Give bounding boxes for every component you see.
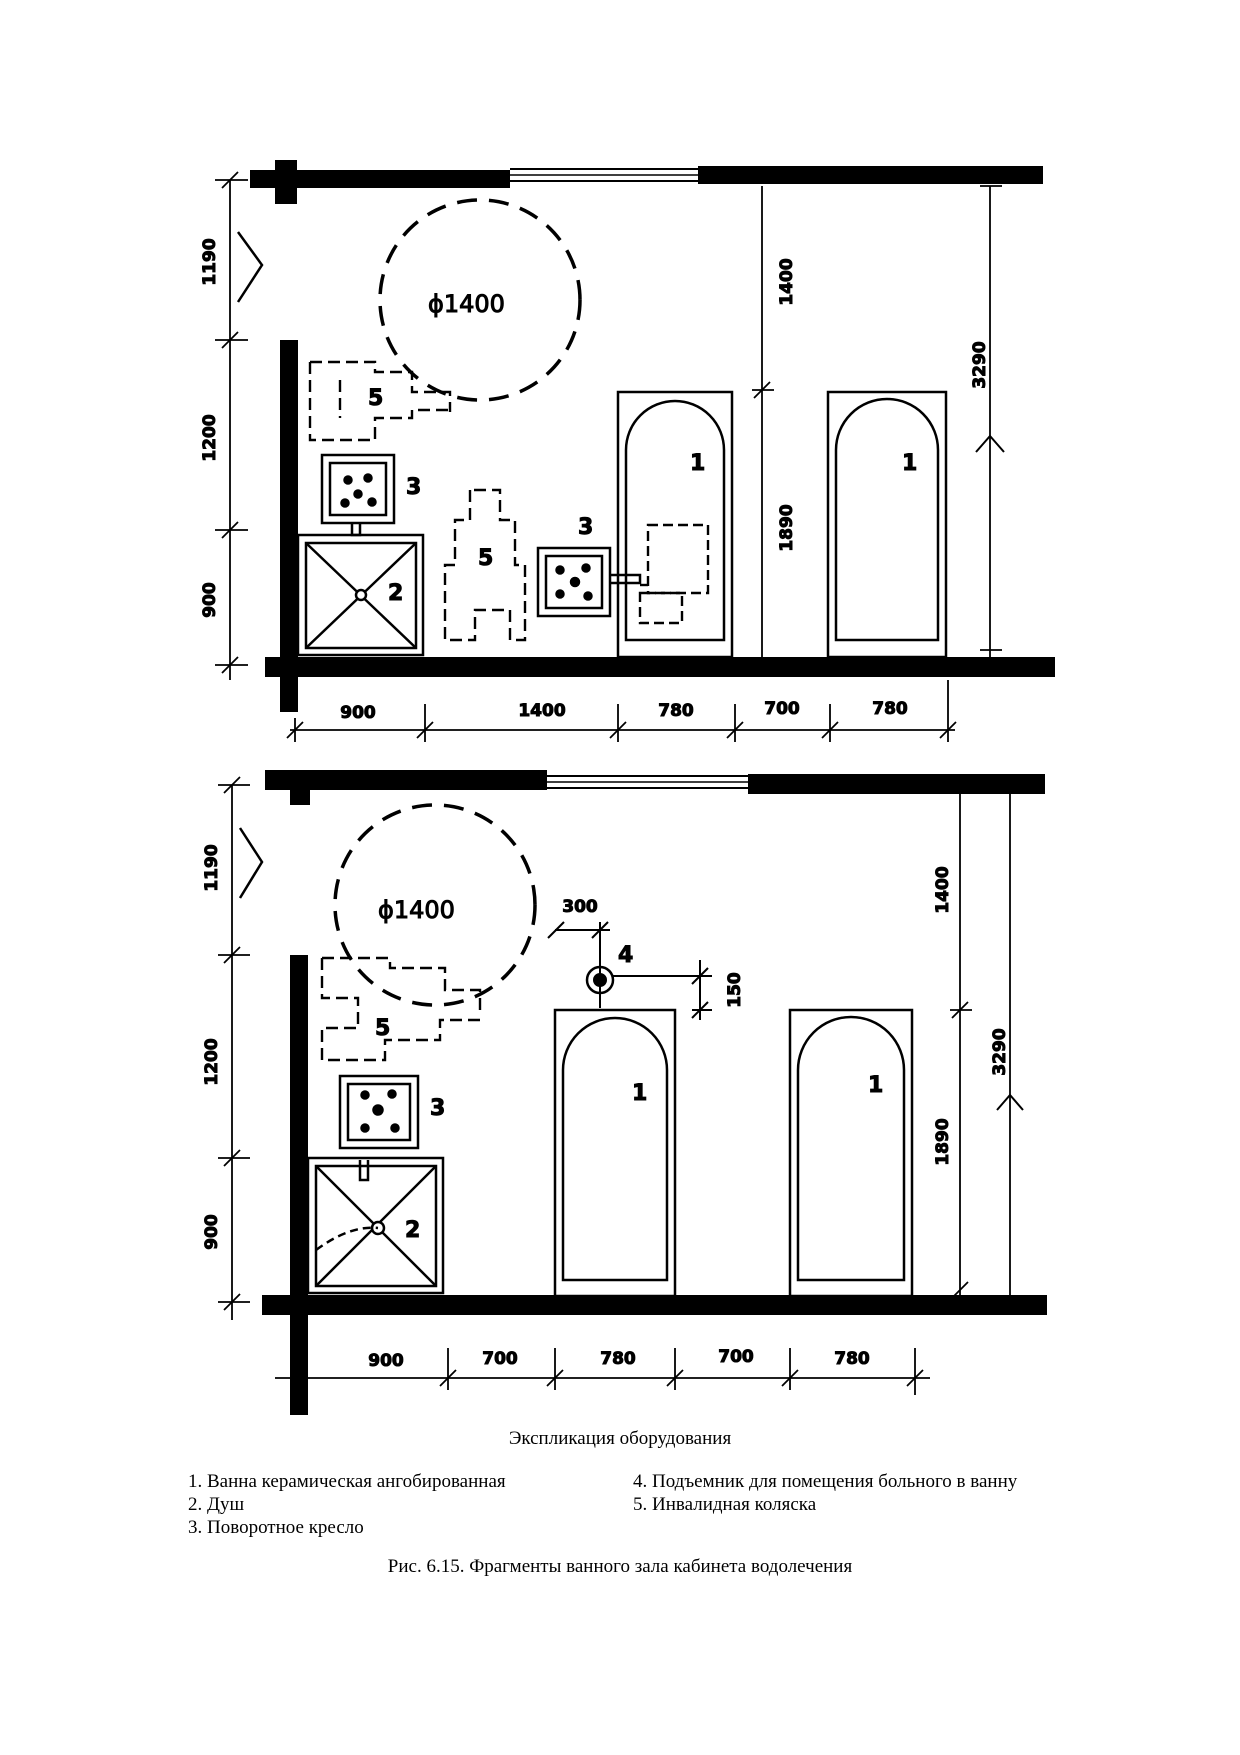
turning-circle (378, 198, 582, 402)
dim-left-3: 900 (200, 582, 220, 618)
dim-left-2: 1200 (202, 1038, 222, 1085)
dim-left (218, 776, 250, 1320)
dim-right-3290: 3290 (990, 1028, 1010, 1075)
item-label-1: 1 (902, 451, 917, 476)
dim-bottom-3: 780 (658, 701, 694, 721)
dim-left-3: 900 (202, 1214, 222, 1250)
dim-left-1: 1190 (200, 238, 220, 285)
dim-left-1: 1190 (202, 844, 222, 891)
wheelchair (308, 360, 452, 442)
bath (826, 390, 948, 659)
dim-bottom-5: 780 (872, 699, 908, 719)
turning-chair (320, 453, 396, 537)
door-triangle (238, 827, 264, 899)
legend-column-left: 1. Ванна керамическая ангобированная 2. … (188, 1470, 628, 1539)
bath-hall-plans: 1190 1200 900 ϕ1400 5 3 (200, 160, 1055, 1415)
left-wall (280, 340, 298, 712)
legend-title: Экспликация оборудования (508, 1428, 732, 1449)
legend-item: 2. Душ (188, 1494, 245, 1515)
item-label-3: 3 (406, 475, 421, 500)
legend-item: 5. Инвалидная коляска (633, 1494, 817, 1515)
door-triangle (236, 231, 264, 303)
lift-seat (638, 523, 710, 625)
top-wall (250, 160, 1043, 204)
item-label-2: 2 (405, 1218, 420, 1243)
item-label-1: 1 (632, 1081, 647, 1106)
item-label-5: 5 (368, 386, 383, 411)
dim-left (215, 171, 248, 680)
item-label-4: 4 (618, 943, 633, 968)
bottom-wall (265, 657, 1055, 677)
turning-chair (536, 546, 642, 618)
circle-label: ϕ1400 (378, 896, 455, 924)
dim-bottom-3: 780 (600, 1349, 636, 1369)
dim-bottom-5: 780 (834, 1349, 870, 1369)
legend-item: 4. Подъемник для помещения больного в ва… (633, 1471, 1018, 1492)
wheelchair (443, 488, 527, 642)
dim-right-1400: 1400 (777, 258, 797, 305)
dim-right-1890: 1890 (933, 1118, 953, 1165)
item-label-5: 5 (375, 1016, 390, 1041)
plan-bottom: 1190 1200 900 ϕ1400 4 300 150 (202, 770, 1047, 1415)
dim-right-1400: 1400 (933, 866, 953, 913)
wheelchair (320, 956, 482, 1062)
dim-bottom-2: 1400 (518, 701, 565, 721)
legend-column-right: 4. Подъемник для помещения больного в ва… (633, 1470, 1073, 1516)
lift (547, 921, 712, 1020)
dim-left-2: 1200 (200, 414, 220, 461)
legend-item: 1. Ванна керамическая ангобированная (188, 1471, 506, 1492)
dim-bottom-4: 700 (764, 699, 800, 719)
item-label-3: 3 (430, 1096, 445, 1121)
bath (553, 1008, 677, 1298)
bottom-wall (262, 1295, 1047, 1315)
shower (296, 533, 425, 657)
item-label-5: 5 (478, 546, 493, 571)
left-wall (290, 955, 308, 1415)
bath (616, 390, 734, 659)
item-label-1: 1 (868, 1073, 883, 1098)
turning-circle (333, 803, 537, 1007)
dim-bottom-2: 700 (482, 1349, 518, 1369)
dim-bottom-4: 700 (718, 1347, 754, 1367)
circle-label: ϕ1400 (428, 290, 505, 318)
turning-chair (338, 1074, 420, 1150)
dim-right (950, 790, 1024, 1299)
item-label-3: 3 (578, 515, 593, 540)
figure-caption: Рис. 6.15. Фрагменты ванного зала кабине… (387, 1556, 853, 1577)
item-label-2: 2 (388, 581, 403, 606)
legend-item: 3. Поворотное кресло (188, 1517, 364, 1538)
dim-right-3290: 3290 (970, 341, 990, 388)
dim-bottom (286, 680, 957, 742)
top-wall (265, 770, 1045, 805)
plan-top: 1190 1200 900 ϕ1400 5 3 (200, 160, 1055, 742)
dim-lift-300: 300 (562, 897, 598, 917)
item-label-1: 1 (690, 451, 705, 476)
dim-bottom-1: 900 (340, 703, 376, 723)
shower (306, 1156, 445, 1295)
dim-bottom-1: 900 (368, 1351, 404, 1371)
dim-lift-150: 150 (725, 972, 745, 1008)
dim-right (752, 185, 1005, 660)
dim-bottom (275, 1348, 930, 1395)
dim-right-1890: 1890 (777, 504, 797, 551)
bath (788, 1008, 914, 1298)
